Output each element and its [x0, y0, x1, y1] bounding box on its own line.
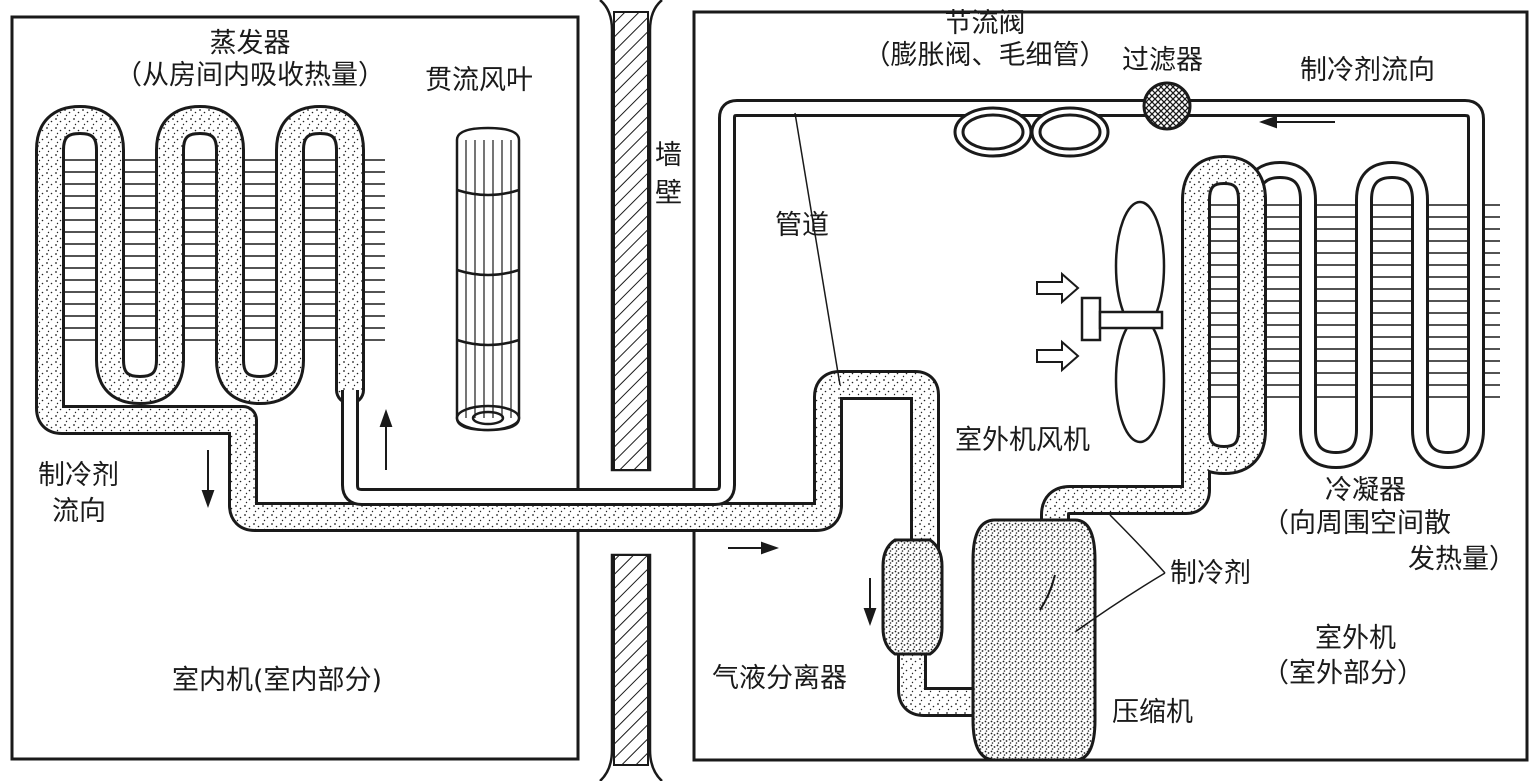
throttle-valve-note: （膨胀阀、毛细管） — [863, 40, 1107, 71]
outdoor-refrigerant-flow-label: 制冷剂流向 — [1300, 55, 1435, 86]
outdoor-fan-label: 室外机风机 — [955, 425, 1090, 456]
evaporator-note: （从房间内吸收热量） — [115, 60, 385, 91]
gas-liquid-separator — [881, 538, 944, 656]
compressor-label: 压缩机 — [1112, 697, 1193, 728]
condenser-note-1: （向周围空间散 — [1262, 508, 1451, 539]
condenser-title: 冷凝器 — [1325, 475, 1406, 506]
condenser-inner-loops — [1181, 155, 1267, 201]
indoor-refrigerant-flow-label-1: 制冷剂 — [38, 460, 119, 491]
airflow-arrows — [1036, 271, 1080, 373]
condenser-note-2: 发热量） — [1408, 544, 1516, 575]
gas-liquid-separator-label: 气液分离器 — [712, 663, 847, 694]
evaporator-fins — [40, 159, 385, 341]
condenser-coil-pipe — [1040, 185, 1267, 545]
filter-label: 过滤器 — [1122, 45, 1203, 76]
wall — [599, 0, 663, 781]
pipe-label: 管道 — [775, 210, 829, 241]
flow-arrows — [201, 115, 1335, 626]
evaporator-title: 蒸发器 — [209, 28, 291, 59]
compressor-refrigerant-line — [1039, 574, 1056, 611]
filter — [1142, 81, 1192, 131]
outdoor-unit-label-1: 室外机 — [1315, 623, 1396, 654]
cross-flow-fan-label: 贯流风叶 — [425, 65, 533, 96]
throttle-valve — [953, 106, 1110, 158]
outdoor-unit-box — [692, 10, 1529, 762]
wall-label-2: 壁 — [655, 178, 682, 209]
suction-pipe — [897, 640, 975, 717]
evaporator-coil-pipe — [35, 105, 940, 615]
wall-label-1: 墙 — [655, 140, 682, 171]
leader-lines — [794, 112, 1166, 633]
outdoor-unit-label-2: （室外部分） — [1262, 658, 1424, 689]
cross-flow-fan — [455, 126, 521, 432]
indoor-refrigerant-flow-label-2: 流向 — [52, 496, 106, 527]
outdoor-fan — [1080, 200, 1166, 444]
refrigerant-label: 制冷剂 — [1170, 558, 1251, 589]
liquid-line-pipe — [341, 99, 1485, 506]
throttle-valve-title: 节流阀 — [944, 8, 1026, 39]
compressor — [971, 518, 1097, 762]
indoor-unit-label: 室内机(室内部分) — [172, 665, 383, 696]
indoor-unit-box — [10, 15, 580, 761]
